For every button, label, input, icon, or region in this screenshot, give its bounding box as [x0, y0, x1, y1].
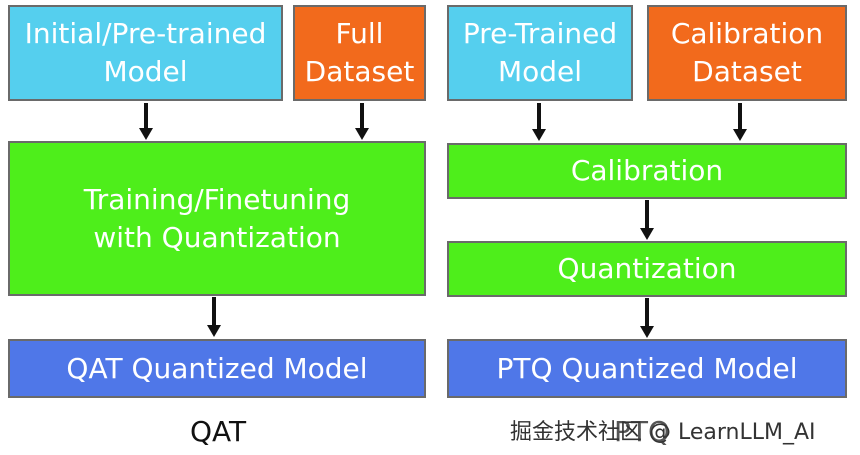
ptq-quantization-to-output-arrow — [640, 298, 654, 338]
ptq-calibration-box: Calibration — [447, 143, 847, 199]
ptq-calibration-to-quantization-arrow — [640, 200, 654, 240]
ptq-quantized-model-label: PTQ Quantized Model — [496, 351, 798, 385]
ptq-pretrained-model-label: Pre-Trained Model — [462, 17, 618, 88]
ptq-model-to-calibration-arrow — [532, 103, 546, 141]
ptq-caption: PTQ — [614, 415, 671, 448]
qat-quantized-model-label: QAT Quantized Model — [66, 351, 368, 385]
qat-caption: QAT — [190, 415, 247, 448]
qat-training-to-output-arrow — [207, 297, 221, 337]
qat-full-dataset-box: Full Dataset — [293, 5, 426, 101]
qat-pretrained-model-label: Initial/Pre-trained Model — [24, 17, 267, 88]
ptq-calibration-label: Calibration — [570, 154, 724, 187]
ptq-quantized-model-box: PTQ Quantized Model — [447, 339, 847, 398]
qat-quantized-model-box: QAT Quantized Model — [8, 339, 426, 398]
ptq-dataset-to-calibration-arrow — [733, 103, 747, 141]
ptq-quantization-label: Quantization — [557, 252, 737, 285]
ptq-calibration-dataset-label: Calibration Dataset — [670, 17, 824, 88]
ptq-quantization-box: Quantization — [447, 241, 847, 297]
qat-training-label: Training/Finetuning with Quantization — [83, 182, 351, 254]
watermark-text: 掘金技术社区 @ LearnLLM_AI — [510, 420, 816, 445]
ptq-calibration-dataset-box: Calibration Dataset — [647, 5, 847, 101]
qat-training-box: Training/Finetuning with Quantization — [8, 141, 426, 296]
qat-full-dataset-label: Full Dataset — [304, 17, 415, 88]
qat-model-to-training-arrow — [139, 103, 153, 140]
ptq-pretrained-model-box: Pre-Trained Model — [447, 5, 633, 101]
qat-dataset-to-training-arrow — [355, 103, 369, 140]
qat-pretrained-model-box: Initial/Pre-trained Model — [8, 5, 283, 101]
